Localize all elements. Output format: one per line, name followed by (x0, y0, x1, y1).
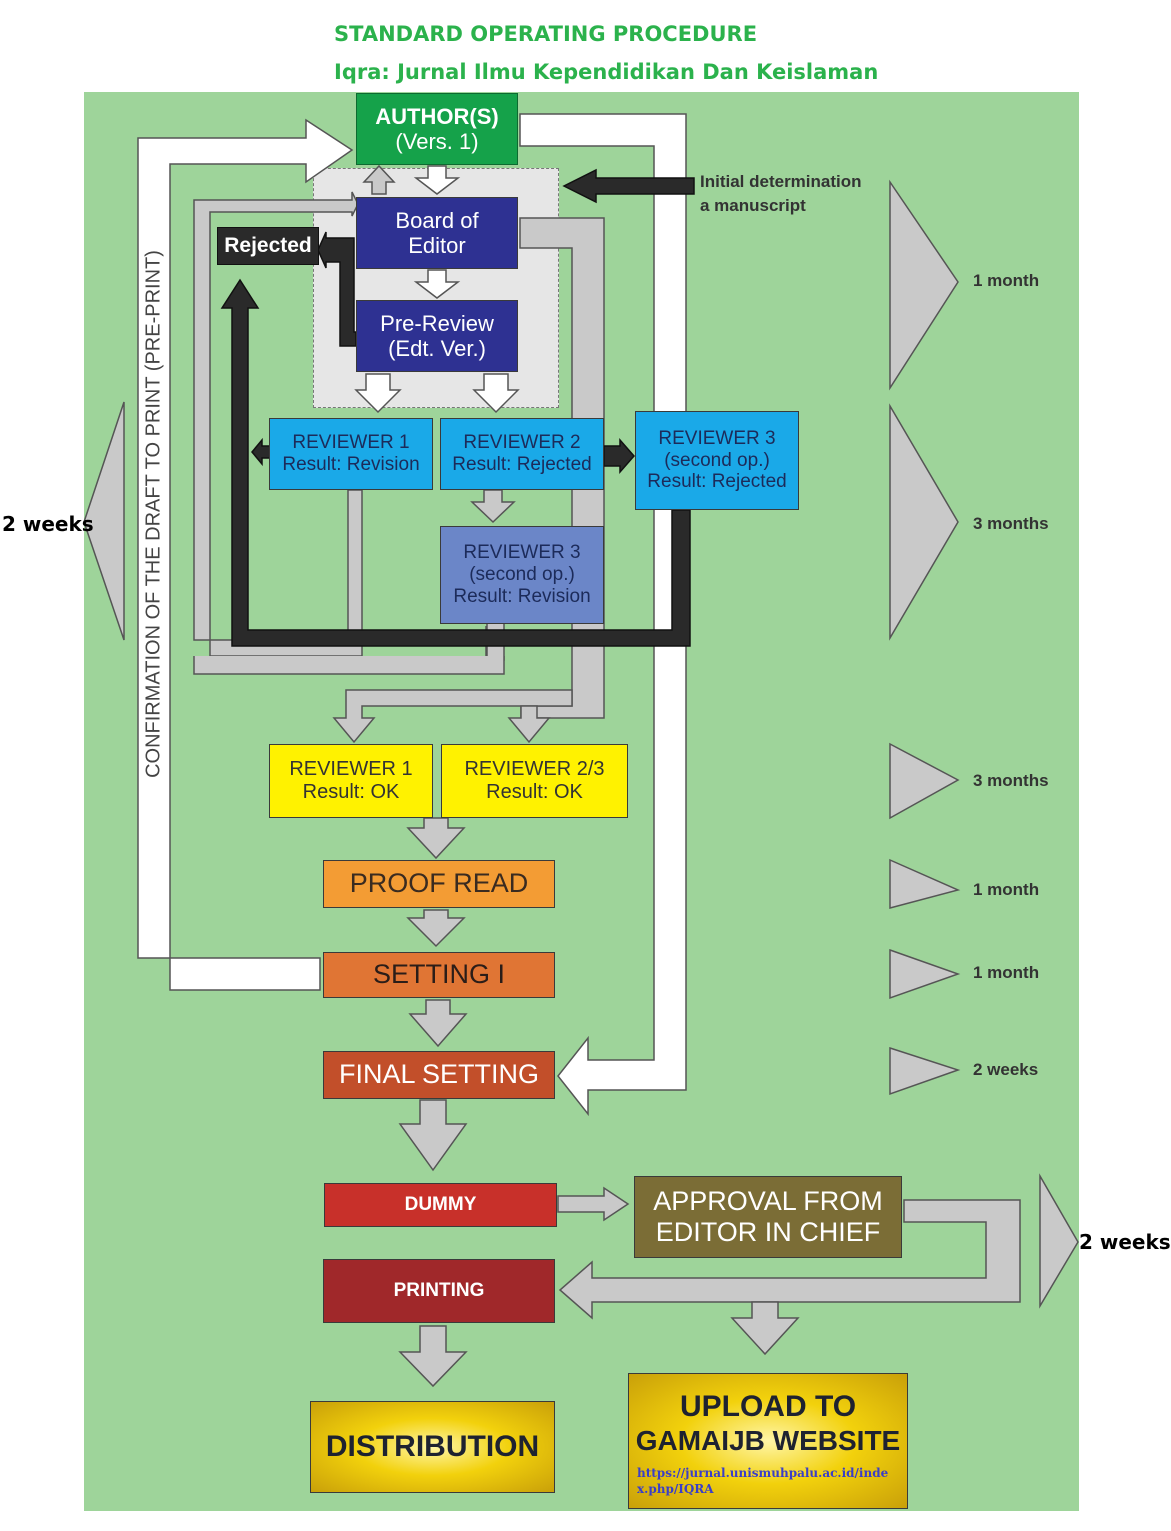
proof-read-box: PROOF READ (323, 860, 555, 908)
reviewer2-label: REVIEWER 2 (463, 432, 581, 454)
reviewer1-revision-box: REVIEWER 1 Result: Revision (269, 418, 433, 490)
duration-6: 2 weeks (973, 1060, 1039, 1079)
author-to-final-arrow (519, 113, 687, 1117)
approval-line2: EDITOR IN CHIEF (655, 1217, 881, 1247)
to-upload-arrow (730, 1301, 800, 1356)
reviewer2-rejected-box: REVIEWER 2 Result: Rejected (440, 418, 604, 490)
reviewer23-ok-box: REVIEWER 2/3 Result: OK (441, 744, 628, 818)
reviewer3a-note: (second op.) (664, 449, 770, 471)
ok-branch-left (332, 689, 573, 744)
rejected-label: Rejected (224, 233, 312, 257)
prereview-to-rev1-arrow (354, 373, 402, 414)
author-version: (Vers. 1) (395, 129, 479, 154)
reviewer3b-note: (second op.) (469, 564, 575, 586)
final-to-dummy-arrow (398, 1099, 468, 1172)
reviewer1-ok-box: REVIEWER 1 Result: OK (269, 744, 433, 818)
setting-to-final-arrow (408, 999, 468, 1048)
rejected-arrow (317, 231, 357, 347)
prereview-line2: (Edt. Ver.) (388, 336, 486, 361)
setting-1-label: SETTING I (372, 959, 505, 990)
loop-bottom (193, 656, 505, 675)
prereview-box: Pre-Review (Edt. Ver.) (356, 300, 518, 372)
rev1-left-arrow (251, 437, 271, 467)
proofread-to-setting-arrow (406, 909, 466, 948)
reviewer3-revision-box: REVIEWER 3 (second op.) Result: Revision (440, 526, 604, 624)
reviewer23-ok-label: REVIEWER 2/3 (464, 758, 605, 780)
upload-box: UPLOAD TO GAMAIJB WEBSITE https://jurnal… (628, 1373, 908, 1509)
duration-triangle-3 (889, 742, 960, 820)
printing-to-distribution-arrow (398, 1325, 468, 1388)
duration-3: 3 months (973, 771, 1049, 790)
rejection-loop (220, 278, 691, 647)
confirmation-label: CONFIRMATION OF THE DRAFT TO PRINT (PRE-… (142, 250, 165, 778)
reviewer2-result: Result: Rejected (452, 454, 592, 475)
final-setting-label: FINAL SETTING (338, 1059, 540, 1090)
board-line1: Board of (395, 207, 479, 233)
page-subtitle: Iqra: Jurnal Ilmu Kependidikan Dan Keisl… (334, 60, 879, 84)
reviewer3a-label: REVIEWER 3 (658, 427, 776, 449)
duration-left: 2 weeks (2, 512, 94, 536)
rev2-to-rev3b-arrow (470, 489, 516, 524)
final-setting-box: FINAL SETTING (323, 1051, 555, 1099)
duration-4: 1 month (973, 880, 1040, 899)
upload-line2: GAMAIJB WEBSITE (635, 1424, 901, 1456)
author-label: AUTHOR(S) (375, 103, 499, 129)
initial-determination-arrow (562, 168, 695, 204)
distribution-box: DISTRIBUTION (310, 1401, 555, 1493)
duration-1: 1 month (973, 271, 1040, 290)
duration-triangle-2 (889, 403, 959, 641)
reviewer3a-result: Result: Rejected (647, 471, 787, 493)
reviewer3b-label: REVIEWER 3 (463, 542, 581, 564)
upload-url-link[interactable]: https://jurnal.unismuhpalu.ac.id/index.p… (637, 1465, 889, 1496)
ok-branch-right (507, 705, 551, 744)
duration-triangle-4 (889, 858, 961, 909)
duration-triangle-6 (889, 1046, 961, 1096)
duration-triangle-5 (889, 948, 961, 1000)
author-box: AUTHOR(S) (Vers. 1) (356, 93, 518, 165)
prereview-line1: Pre-Review (380, 310, 494, 336)
duration-right: 2 weeks (1079, 1230, 1171, 1254)
printing-box: PRINTING (323, 1259, 555, 1323)
reviewer3-rejected-box: REVIEWER 3 (second op.) Result: Rejected (635, 411, 799, 510)
reviewer23-ok-result: Result: OK (486, 781, 583, 803)
ok-to-proofread-arrow (406, 817, 466, 860)
rev2-to-rev3a-arrow (603, 438, 635, 474)
reviewer1-ok-result: Result: OK (302, 781, 400, 803)
reviewer3b-result: Result: Revision (453, 585, 591, 607)
author-to-board-arrow (413, 165, 461, 195)
duration-triangle-right (1039, 1173, 1079, 1309)
duration-2: 3 months (973, 514, 1049, 533)
upload-line1: UPLOAD TO (679, 1390, 857, 1423)
setting-1-box: SETTING I (323, 952, 555, 998)
initial-determination-label: Initial determination a manuscript (700, 172, 862, 215)
confirmation-loop-arrow (137, 118, 354, 991)
approval-to-printing-arrow (558, 1199, 1021, 1320)
approval-box: APPROVAL FROM EDITOR IN CHIEF (634, 1176, 902, 1258)
board-of-editor-box: Board of Editor (356, 197, 518, 269)
reviewer1-result: Result: Revision (282, 454, 420, 475)
proof-read-label: PROOF READ (349, 868, 529, 899)
printing-label: PRINTING (393, 1280, 485, 1302)
reviewer1-label: REVIEWER 1 (292, 432, 410, 454)
dummy-box: DUMMY (324, 1183, 557, 1227)
duration-triangle-1 (889, 179, 959, 391)
page-title: STANDARD OPERATING PROCEDURE (334, 22, 758, 46)
reviewer1-ok-label: REVIEWER 1 (289, 758, 413, 780)
approval-line1: APPROVAL FROM (653, 1185, 883, 1216)
board-to-prereview-arrow (413, 269, 461, 299)
board-to-author-arrow (362, 164, 396, 195)
rejected-box: Rejected (217, 227, 319, 265)
duration-5: 1 month (973, 963, 1040, 982)
board-line2: Editor (408, 233, 466, 258)
dummy-to-approval-arrow (557, 1186, 630, 1222)
dummy-label: DUMMY (404, 1194, 477, 1216)
duration-triangle-left (83, 401, 125, 641)
prereview-to-rev2-arrow (472, 373, 520, 414)
distribution-label: DISTRIBUTION (325, 1429, 540, 1463)
